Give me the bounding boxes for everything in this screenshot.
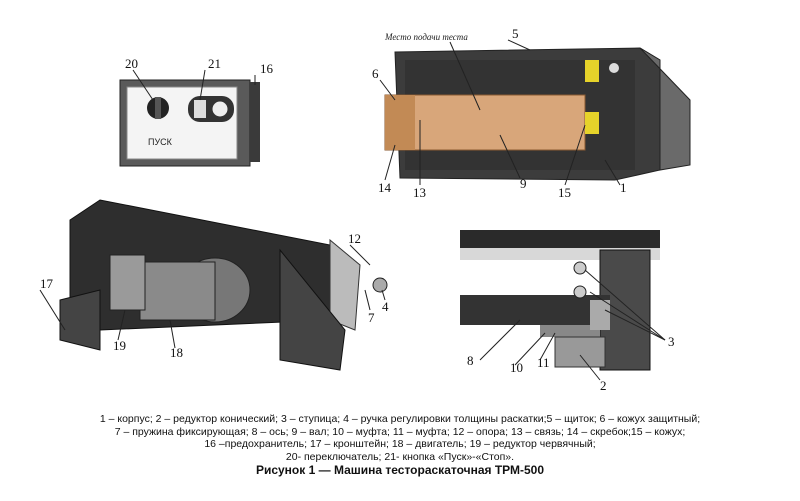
label-7: 7: [368, 310, 375, 325]
label-12: 12: [348, 231, 361, 246]
legend-line: 20- переключатель; 21- кнопка «Пуск»-«Ст…: [285, 450, 515, 463]
label-2: 2: [600, 378, 607, 393]
label-20: 20: [125, 56, 138, 71]
front-view-drawing: Место подачи теста 5 6 14 13 9 15 1: [372, 26, 691, 200]
feed-label: Место подачи теста: [384, 32, 468, 42]
label-4: 4: [382, 299, 389, 314]
label-11: 11: [537, 355, 550, 370]
label-17: 17: [40, 276, 54, 291]
label-18: 18: [170, 345, 183, 360]
label-21: 21: [208, 56, 221, 71]
label-16: 16: [260, 61, 274, 76]
label-10: 10: [510, 360, 523, 375]
switch-panel-drawing: ПУСК 20 21 16: [119, 56, 274, 167]
start-text: ПУСК: [148, 137, 173, 147]
detail-view-drawing: 3 8 10 11 2: [460, 230, 675, 393]
inside-view-drawing: 12 17 7 4 19 18: [39, 199, 389, 371]
label-5: 5: [512, 26, 519, 41]
machine-illustration: ПУСК 20 21 16 Место подачи теста 5 6 14 …: [39, 26, 691, 393]
label-8: 8: [467, 353, 474, 368]
label-3: 3: [668, 334, 675, 349]
label-19: 19: [113, 338, 126, 353]
label-13: 13: [413, 185, 426, 200]
legend-line: 16 –предохранитель; 17 – кронштейн; 18 –…: [204, 438, 596, 450]
label-1: 1: [620, 180, 627, 195]
legend-line: 1 – корпус; 2 – редуктор конический; 3 –…: [99, 413, 701, 425]
label-9: 9: [520, 176, 527, 191]
label-15: 15: [558, 185, 571, 200]
figure-legend: 1 – корпус; 2 – редуктор конический; 3 –…: [0, 413, 800, 477]
label-6: 6: [372, 66, 379, 81]
figure-caption: Рисунок 1 — Машина тестораскаточная ТРМ-…: [255, 463, 545, 477]
label-14: 14: [378, 180, 392, 195]
legend-line: 7 – пружина фиксирующая; 8 – ось; 9 – ва…: [114, 425, 686, 438]
